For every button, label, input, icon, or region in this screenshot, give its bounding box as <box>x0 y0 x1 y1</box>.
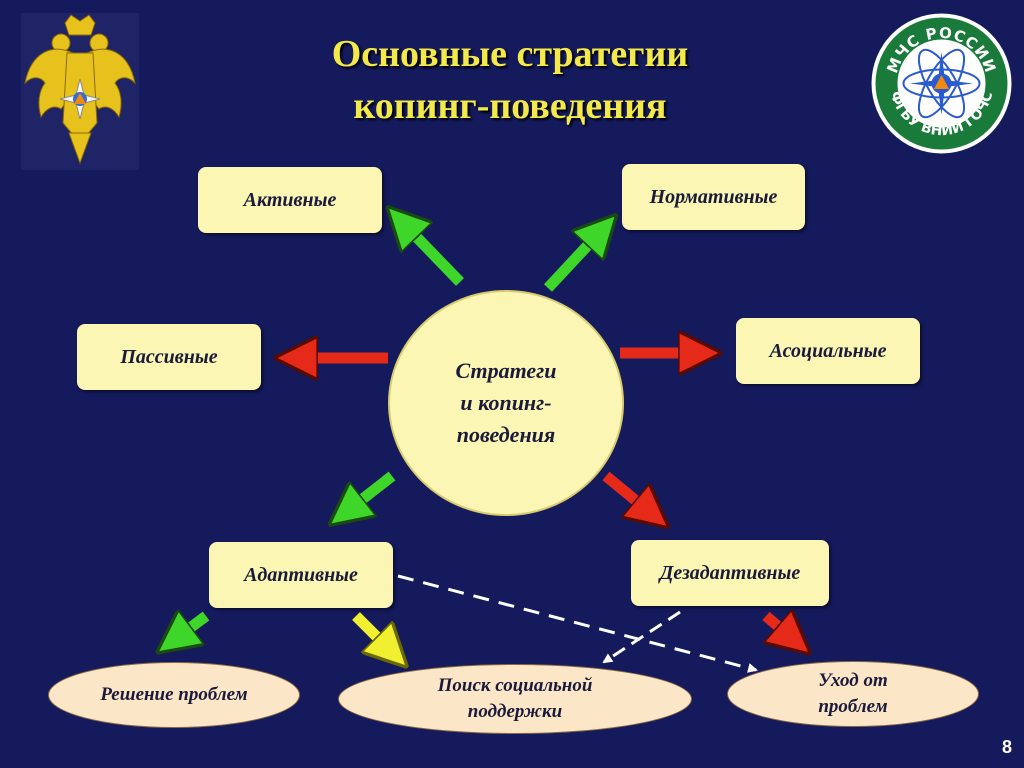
dashed-arrow-adaptive-to-avoidance <box>397 574 758 673</box>
oval-social-support-line-2: поддержки <box>467 701 563 722</box>
center-node: Стратеги и копинг- поведения <box>388 290 624 516</box>
box-asocial: Асоциальные <box>736 318 920 384</box>
page-title: Основные стратегии копинг-поведения <box>240 28 780 132</box>
arrow-to-problem-solving <box>174 616 210 640</box>
mchs-logo-icon: МЧС РОССИИ ФГБУ ВНИИ ГОЧС <box>870 12 1013 155</box>
box-adaptive: Адаптивные <box>209 542 393 608</box>
arrow-to-social-support <box>352 612 392 652</box>
box-normative: Нормативные <box>622 164 805 230</box>
oval-avoidance-line-2: проблем <box>818 696 888 717</box>
dashed-arrow-maladaptive-to-social-support <box>602 610 681 664</box>
arrow-to-maladaptive <box>602 471 652 514</box>
center-line-3: поведения <box>456 422 556 447</box>
arrow-to-active <box>402 222 464 286</box>
emblem-eagle-icon <box>21 13 139 170</box>
title-line-1: Основные стратегии <box>331 33 689 75</box>
arrow-to-avoidance <box>762 616 794 640</box>
oval-problem-solving-label: Решение проблем <box>100 684 248 705</box>
oval-social-support-line-1: Поиск социальной <box>437 675 593 696</box>
center-line-1: Стратеги <box>455 358 557 383</box>
oval-avoidance: Уход от проблем <box>727 661 979 727</box>
title-line-2: копинг-поведения <box>353 85 667 127</box>
oval-social-support: Поиск социальной поддержки <box>338 664 692 734</box>
box-passive: Пассивные <box>77 324 261 390</box>
box-maladaptive: Дезадаптивные <box>631 540 829 606</box>
arrow-to-normative <box>543 230 602 292</box>
arrow-to-adaptive <box>346 471 396 512</box>
box-active: Активные <box>198 167 382 233</box>
oval-avoidance-line-1: Уход от <box>818 670 888 691</box>
oval-problem-solving: Решение проблем <box>48 662 300 728</box>
page-number: 8 <box>1001 737 1012 757</box>
center-line-2: и копинг- <box>460 390 552 415</box>
